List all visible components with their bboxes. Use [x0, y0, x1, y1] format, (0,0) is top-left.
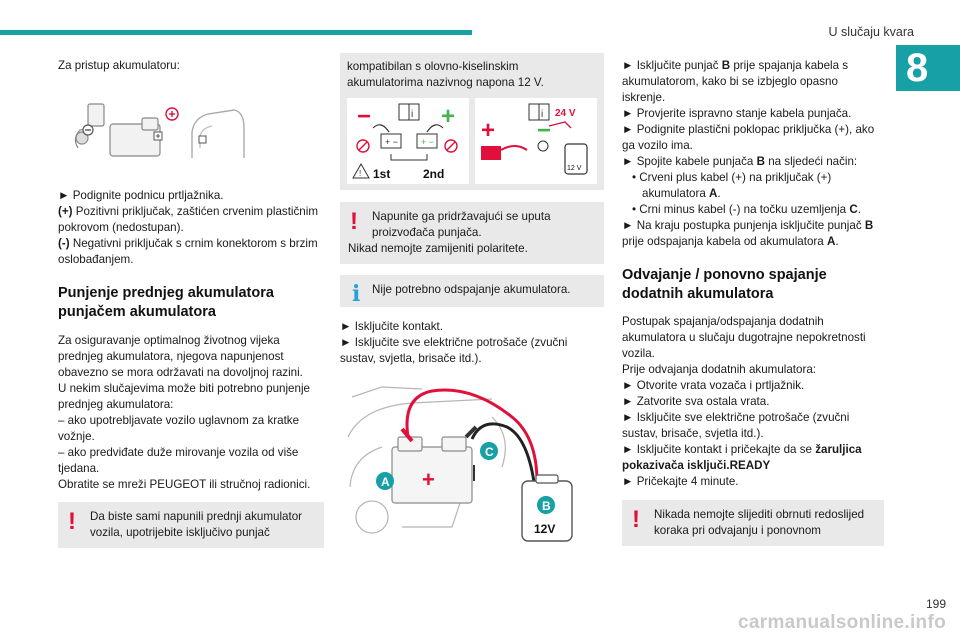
polarity-warning-1: Napunite ga pridržavajući se uputa proiz…: [372, 210, 551, 239]
column-3: ► Isključite punjač B prije spajanja kab…: [622, 58, 884, 546]
aux-step-consumers-off: ► Isključite sve električne potrošače (z…: [622, 411, 850, 440]
info-text: Nije potrebno odspajanje akumulatora.: [372, 283, 571, 296]
charger-connection-diagram: − + i + − + − ! 1st 2nd i 24 V + −: [347, 98, 597, 184]
aux-intro: Postupak spajanja/odspajanja dodatnih ak…: [622, 315, 866, 360]
step-charger-off: ► Isključite punjač B prije spajanja kab…: [622, 59, 849, 104]
label-c: C: [485, 445, 494, 459]
order-warning-text: Nikada nemojte slijediti obrnuti redosli…: [654, 508, 865, 537]
svg-text:!: !: [359, 169, 361, 178]
page-number: 199: [925, 597, 946, 611]
column-2: kompatibilan s olovno-kiselinskim akumul…: [340, 53, 604, 547]
aux-step-ignition-off: ► Isključite kontakt i pričekajte da se …: [622, 443, 862, 472]
diagram-info-label: i: [411, 109, 413, 120]
svg-text:+: +: [441, 103, 455, 130]
chapter-number-tab: 8: [896, 45, 960, 91]
warning-exclamation-icon: !: [68, 508, 76, 535]
label-a: A: [381, 475, 390, 489]
polarity-warning-2: Nikad nemojte zamijeniti polaritete.: [348, 242, 528, 255]
charging-body-3: – ako upotrebljavate vozilo uglavnom za …: [58, 414, 300, 443]
engine-bay-charging-illustration: + A C B 12V: [342, 377, 582, 547]
diagram-first-label: 1st: [373, 167, 390, 181]
compat-text: kompatibilan s olovno-kiselinskim akumul…: [347, 60, 544, 89]
svg-text:+: +: [481, 117, 495, 144]
warning-text: Da biste sami napunili prednji akumulato…: [90, 510, 303, 539]
step-check-cables: ► Provjerite ispravno stanje kabela punj…: [622, 107, 852, 120]
info-icon: i: [352, 281, 361, 307]
svg-text:+ −: + −: [421, 137, 434, 147]
label-b: B: [542, 499, 551, 513]
step-lift-cover: ► Podignite plastični poklopac priključk…: [622, 123, 875, 152]
watermark: carmanualsonline.info: [738, 612, 946, 633]
svg-text:+ −: + −: [385, 137, 398, 147]
step-consumers-off: ► Isključite sve električne potrošače (z…: [340, 336, 568, 365]
header-accent-bar: [0, 30, 472, 35]
warning-box-order: ! Nikada nemojte slijediti obrnuti redos…: [622, 500, 884, 546]
substep-black-cable: • Crni minus kabel (-) na točku uzemljen…: [632, 203, 861, 216]
charging-body-2: U nekim slučajevima može biti potrebno p…: [58, 382, 310, 411]
charging-body-5: Obratite se mreži PEUGEOT ili stručnoj r…: [58, 478, 311, 491]
aux-step-wait: ► Pričekajte 4 minute.: [622, 475, 739, 488]
section-title: U slučaju kvara: [828, 25, 914, 39]
svg-text:−: −: [537, 117, 551, 144]
warning-exclamation-icon: !: [350, 208, 358, 235]
svg-text:+: +: [422, 467, 435, 492]
negative-terminal-desc: (-) Negativni priključak s crnim konekto…: [58, 237, 318, 266]
step-finish-charging: ► Na kraju postupka punjenja isključite …: [622, 219, 874, 248]
substep-red-cable: • Crveni plus kabel (+) na priključak (+…: [632, 171, 832, 200]
diagram-info-label-2: i: [541, 109, 543, 120]
charging-body-1: Za osiguravanje optimalnog životnog vije…: [58, 334, 303, 379]
charger-voltage-label: 12V: [534, 522, 555, 536]
diagram-12v-label: 12 V: [567, 165, 582, 172]
positive-terminal-desc: (+) Pozitivni priključak, zaštićen crven…: [58, 205, 318, 234]
charger-instructions-panel: kompatibilan s olovno-kiselinskim akumul…: [340, 53, 604, 190]
column-1: Za pristup akumulatoru: ► Podignite podn…: [58, 58, 324, 548]
battery-location-illustration: [66, 88, 246, 168]
warning-exclamation-icon: !: [632, 506, 640, 533]
svg-text:−: −: [357, 103, 371, 130]
section-heading-auxiliary: Odvajanje / ponovno spajanje dodatnih ak…: [622, 267, 827, 302]
diagram-second-label: 2nd: [423, 167, 444, 181]
warning-box-charger: ! Da biste sami napunili prednji akumula…: [58, 502, 324, 548]
diagram-24v-label: 24 V: [555, 108, 576, 119]
charging-body-4: – ako predviđate duže mirovanje vozila o…: [58, 446, 299, 475]
info-box-disconnect: i Nije potrebno odspajanje akumulatora.: [340, 275, 604, 307]
section-heading-charging: Punjenje prednjeg akumulatora punjačem a…: [58, 285, 274, 320]
step-ignition-off: ► Isključite kontakt.: [340, 320, 443, 333]
step-connect-cables: ► Spojite kabele punjača B na sljedeći n…: [622, 155, 858, 168]
aux-step-close-doors: ► Zatvorite sva ostala vrata.: [622, 395, 770, 408]
aux-before: Prije odvajanja dodatnih akumulatora:: [622, 363, 816, 376]
warning-box-polarity: ! Napunite ga pridržavajući se uputa pro…: [340, 202, 604, 264]
step-lift-floor: ► Podignite podnicu prtljažnika.: [58, 189, 224, 202]
access-intro: Za pristup akumulatoru:: [58, 59, 180, 72]
aux-step-open-doors: ► Otvorite vrata vozača i prtljažnik.: [622, 379, 805, 392]
